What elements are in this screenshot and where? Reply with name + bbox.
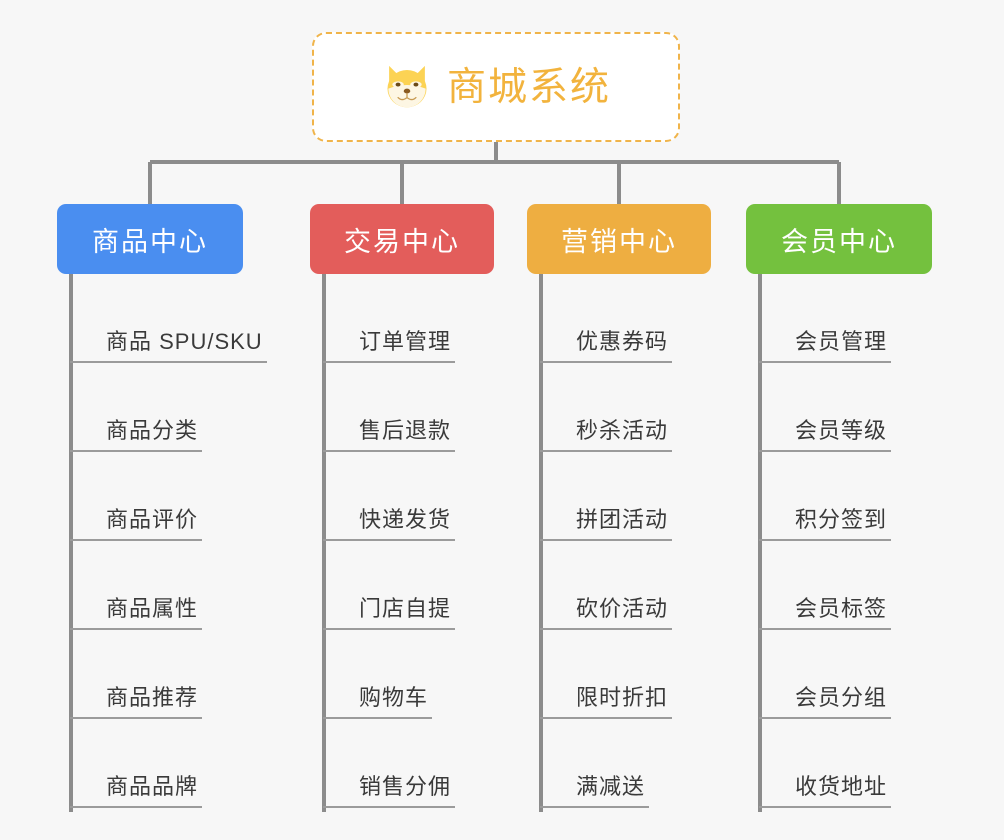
category-label: 交易中心: [344, 226, 460, 257]
leaf-item[interactable]: 商品推荐: [70, 630, 290, 719]
leaf-column-marketing-center: 优惠券码 秒杀活动 拼团活动 砍价活动 限时折扣 满减送: [540, 274, 730, 808]
leaf-item[interactable]: 秒杀活动: [540, 363, 730, 452]
page-title: 商城系统: [446, 65, 611, 109]
leaf-column-member-center: 会员管理 会员等级 积分签到 会员标签 会员分组 收货地址: [759, 274, 959, 808]
leaf-item[interactable]: 销售分佣: [323, 719, 523, 808]
leaf-item[interactable]: 收货地址: [759, 719, 959, 808]
leaf-item[interactable]: 商品品牌: [70, 719, 290, 808]
leaf-item-label: 优惠券码: [540, 324, 673, 363]
leaf-item-label: 商品评价: [70, 502, 203, 541]
leaf-item[interactable]: 售后退款: [323, 363, 523, 452]
leaf-item[interactable]: 会员管理: [759, 274, 959, 363]
leaf-item-label: 销售分佣: [323, 769, 456, 808]
category-box-trade-center[interactable]: 交易中心: [310, 204, 494, 274]
leaf-item-label: 收货地址: [759, 769, 892, 808]
leaf-item-label: 砍价活动: [540, 591, 673, 630]
category-label: 商品中心: [92, 226, 208, 257]
leaf-item[interactable]: 快递发货: [323, 452, 523, 541]
leaf-item[interactable]: 优惠券码: [540, 274, 730, 363]
leaf-item-label: 会员管理: [759, 324, 892, 363]
leaf-item-label: 拼团活动: [540, 502, 673, 541]
leaf-item-label: 售后退款: [323, 413, 456, 452]
root-node[interactable]: 商城系统: [312, 32, 680, 142]
leaf-item-label: 商品品牌: [70, 769, 203, 808]
leaf-item[interactable]: 商品评价: [70, 452, 290, 541]
leaf-item-label: 限时折扣: [540, 680, 673, 719]
leaf-item-label: 购物车: [323, 680, 433, 719]
category-box-product-center[interactable]: 商品中心: [57, 204, 243, 274]
leaf-item[interactable]: 门店自提: [323, 541, 523, 630]
leaf-item[interactable]: 商品 SPU/SKU: [70, 274, 290, 363]
leaf-item[interactable]: 商品分类: [70, 363, 290, 452]
leaf-item[interactable]: 限时折扣: [540, 630, 730, 719]
leaf-item-label: 秒杀活动: [540, 413, 673, 452]
leaf-column-product-center: 商品 SPU/SKU 商品分类 商品评价 商品属性 商品推荐 商品品牌: [70, 274, 290, 808]
leaf-item[interactable]: 砍价活动: [540, 541, 730, 630]
leaf-item[interactable]: 会员等级: [759, 363, 959, 452]
leaf-item[interactable]: 商品属性: [70, 541, 290, 630]
category-box-marketing-center[interactable]: 营销中心: [527, 204, 711, 274]
leaf-item[interactable]: 积分签到: [759, 452, 959, 541]
leaf-item-label: 商品属性: [70, 591, 203, 630]
leaf-item-label: 积分签到: [759, 502, 892, 541]
leaf-item[interactable]: 满减送: [540, 719, 730, 808]
leaf-item[interactable]: 购物车: [323, 630, 523, 719]
leaf-item[interactable]: 会员分组: [759, 630, 959, 719]
leaf-item-label: 满减送: [540, 769, 650, 808]
leaf-item[interactable]: 订单管理: [323, 274, 523, 363]
category-label: 营销中心: [561, 226, 677, 257]
shiba-dog-icon: [387, 65, 427, 108]
leaf-item-label: 门店自提: [323, 591, 456, 630]
leaf-column-trade-center: 订单管理 售后退款 快递发货 门店自提 购物车 销售分佣: [323, 274, 523, 808]
leaf-item-label: 会员标签: [759, 591, 892, 630]
category-label: 会员中心: [781, 226, 897, 257]
leaf-item-label: 会员分组: [759, 680, 892, 719]
leaf-item-label: 商品分类: [70, 413, 203, 452]
leaf-item-label: 商品 SPU/SKU: [70, 324, 267, 363]
leaf-item[interactable]: 拼团活动: [540, 452, 730, 541]
leaf-item[interactable]: 会员标签: [759, 541, 959, 630]
leaf-item-label: 商品推荐: [70, 680, 203, 719]
leaf-item-label: 快递发货: [323, 502, 456, 541]
category-box-member-center[interactable]: 会员中心: [746, 204, 932, 274]
leaf-item-label: 订单管理: [323, 324, 456, 363]
leaf-item-label: 会员等级: [759, 413, 892, 452]
